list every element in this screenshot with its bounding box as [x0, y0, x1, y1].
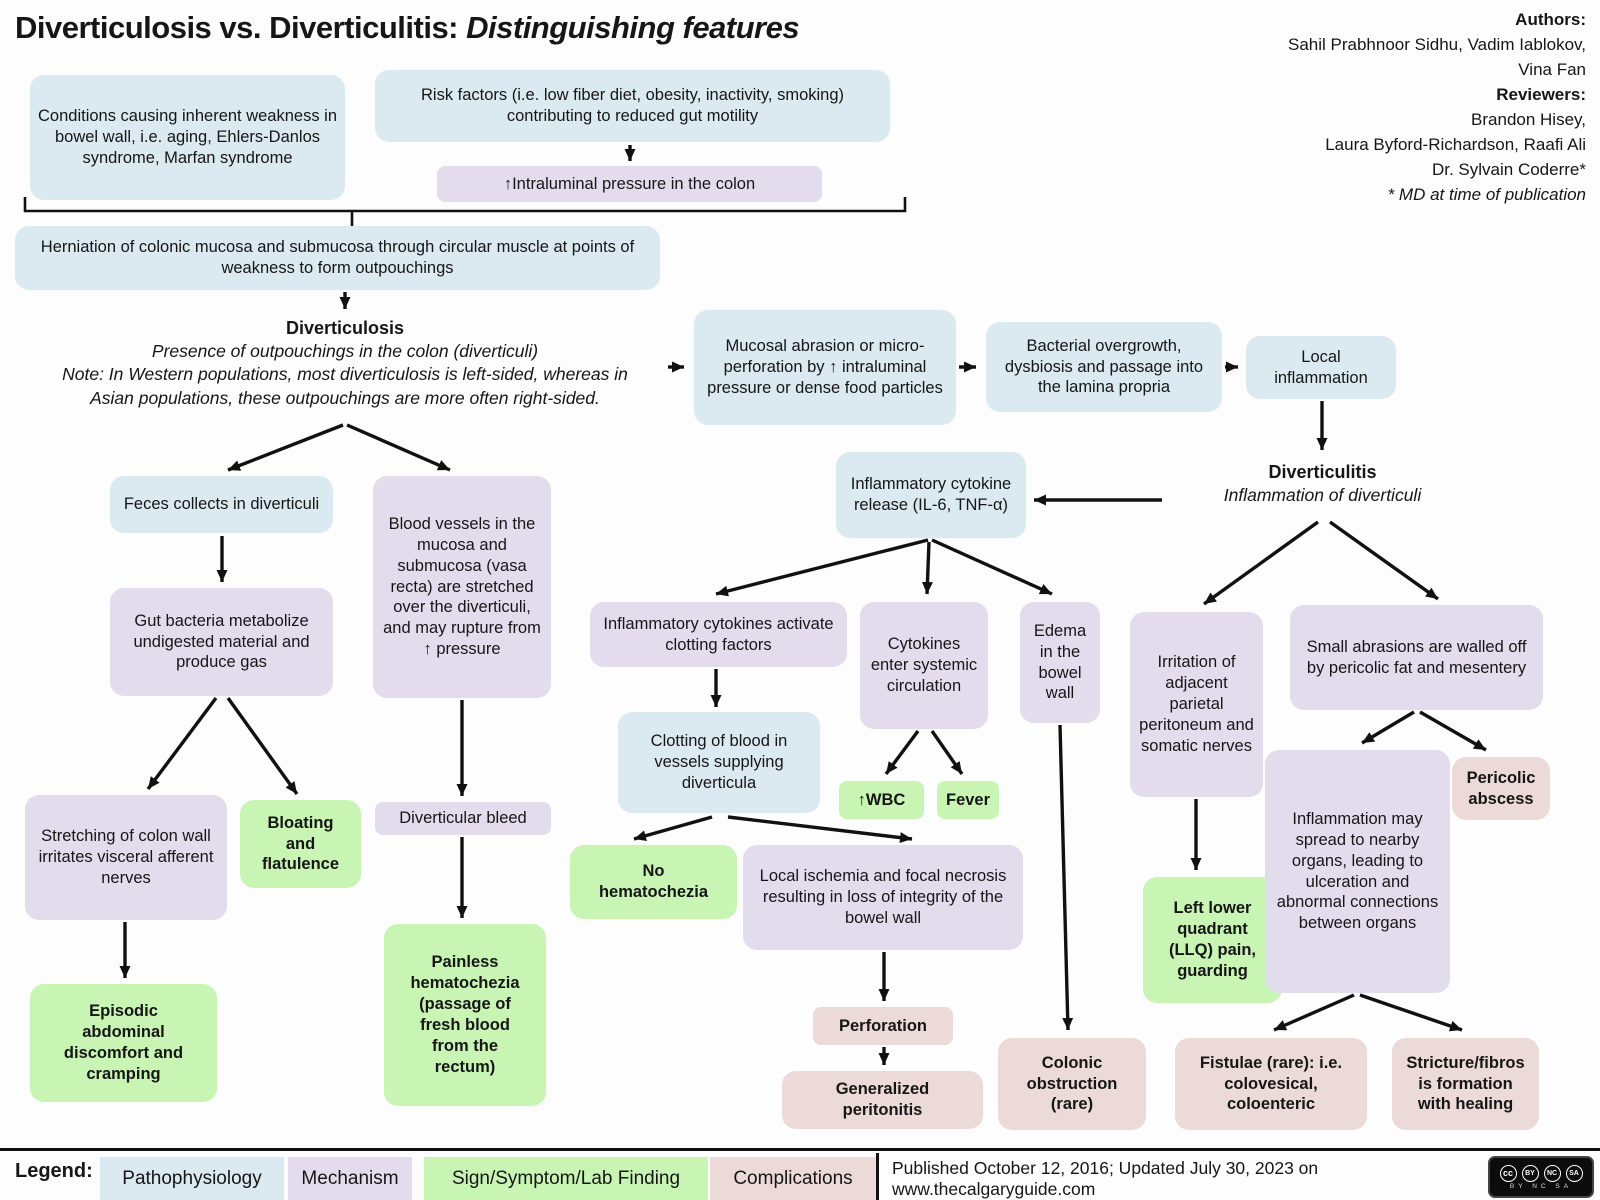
node-cytokines-clotting: Inflammatory cytokines activate clotting…	[590, 602, 847, 667]
node-episodic-discomfort: Episodic abdominal discomfort and crampi…	[30, 984, 217, 1102]
node-fever: Fever	[937, 781, 999, 819]
cc-sa-icon: SA	[1565, 1164, 1583, 1182]
node-bacterial-overgrowth: Bacterial overgrowth, dysbiosis and pass…	[986, 322, 1222, 412]
credits-footnote: * MD at time of publication	[1387, 184, 1586, 204]
node-intraluminal-pressure: ↑Intraluminal pressure in the colon	[437, 166, 822, 202]
node-llq-pain: Left lower quadrant (LLQ) pain, guarding	[1143, 877, 1282, 1003]
authors-label: Authors:	[1515, 10, 1586, 29]
diverticulitis-title: Diverticulitis	[1268, 462, 1377, 482]
node-stretching-colon: Stretching of colon wall irritates visce…	[25, 795, 227, 920]
node-wbc: ↑WBC	[839, 781, 924, 819]
node-fistulae: Fistulae (rare): i.e. colovesical, coloe…	[1175, 1038, 1367, 1130]
diverticulosis-note: Note: In Western populations, most diver…	[62, 364, 628, 408]
page-title-emphasis: Distinguishing features	[466, 10, 800, 45]
node-perforation: Perforation	[813, 1007, 953, 1045]
diverticulitis-label: Diverticulitis Inflammation of diverticu…	[1190, 460, 1455, 507]
node-stricture-fibrosis: Stricture/fibros is formation with heali…	[1392, 1038, 1539, 1130]
cc-caption: BY NC SA	[1509, 1182, 1573, 1190]
reviewers-names: Brandon Hisey, Laura Byford-Richardson, …	[1325, 109, 1586, 179]
node-diverticular-bleed: Diverticular bleed	[375, 802, 551, 835]
node-cytokines-systemic: Cytokines enter systemic circulation	[860, 602, 988, 729]
node-no-hematochezia: No hematochezia	[570, 845, 737, 919]
node-bloating-flatulence: Bloating and flatulence	[240, 800, 361, 888]
node-blood-vessels: Blood vessels in the mucosa and submucos…	[373, 476, 551, 698]
node-local-ischemia: Local ischemia and focal necrosis result…	[743, 845, 1023, 950]
cc-nc-icon: NC	[1543, 1164, 1561, 1182]
footer-divider	[876, 1153, 879, 1200]
node-risk-factors: Risk factors (i.e. low fiber diet, obesi…	[375, 70, 890, 142]
credits-block: Authors: Sahil Prabhnoor Sidhu, Vadim Ia…	[1288, 8, 1586, 208]
legend-item-mechanism: Mechanism	[288, 1157, 412, 1200]
node-mucosal-abrasion: Mucosal abrasion or micro-perforation by…	[694, 310, 956, 425]
publication-info: Published October 12, 2016; Updated July…	[892, 1157, 1319, 1199]
authors-names: Sahil Prabhnoor Sidhu, Vadim Iablokov, V…	[1288, 34, 1586, 79]
legend-item-complications: Complications	[710, 1157, 876, 1200]
node-conditions-weakness: Conditions causing inherent weakness in …	[30, 75, 345, 200]
node-small-abrasions: Small abrasions are walled off by perico…	[1290, 605, 1543, 710]
cc-icons-row: cc BY NC SA	[1499, 1164, 1583, 1182]
node-clotting-blood: Clotting of blood in vessels supplying d…	[618, 712, 820, 813]
legend-label: Legend:	[15, 1160, 93, 1182]
node-gut-bacteria: Gut bacteria metabolize undigested mater…	[110, 588, 333, 696]
node-cytokine-release: Inflammatory cytokine release (IL-6, TNF…	[836, 452, 1026, 538]
diverticulosis-subtitle: Presence of outpouchings in the colon (d…	[151, 341, 539, 362]
node-irritation-peritoneum: Irritation of adjacent parietal peritone…	[1130, 612, 1263, 797]
node-feces-collects: Feces collects in diverticuli	[110, 476, 333, 533]
diverticulitis-subtitle: Inflammation of diverticuli	[1223, 485, 1422, 506]
legend-item-sign-symptom: Sign/Symptom/Lab Finding	[424, 1157, 708, 1200]
reviewers-label: Reviewers:	[1496, 84, 1586, 104]
node-inflammation-spread: Inflammation may spread to nearby organs…	[1265, 750, 1450, 993]
node-herniation: Herniation of colonic mucosa and submuco…	[15, 226, 660, 290]
node-edema-bowel-wall: Edema in the bowel wall	[1020, 602, 1100, 723]
legend-divider-line	[0, 1148, 1600, 1151]
cc-license-badge: cc BY NC SA BY NC SA	[1488, 1156, 1594, 1198]
cc-logo-icon: cc	[1499, 1164, 1517, 1182]
page-title: Diverticulosis vs. Diverticulitis: Disti…	[15, 10, 800, 46]
node-local-inflammation: Local inflammation	[1246, 336, 1396, 399]
diverticulosis-title: Diverticulosis	[285, 318, 405, 338]
node-pericolic-abscess: Pericolic abscess	[1452, 757, 1550, 820]
node-colonic-obstruction: Colonic obstruction (rare)	[998, 1038, 1146, 1130]
page-title-main: Diverticulosis vs. Diverticulitis:	[15, 10, 467, 45]
diverticulosis-label: Diverticulosis Presence of outpouchings …	[0, 316, 690, 410]
node-generalized-peritonitis: Generalized peritonitis	[782, 1071, 983, 1129]
legend-item-pathophysiology: Pathophysiology	[100, 1157, 284, 1200]
cc-by-icon: BY	[1521, 1164, 1539, 1182]
node-painless-hematochezia: Painless hematochezia (passage of fresh …	[384, 924, 546, 1106]
